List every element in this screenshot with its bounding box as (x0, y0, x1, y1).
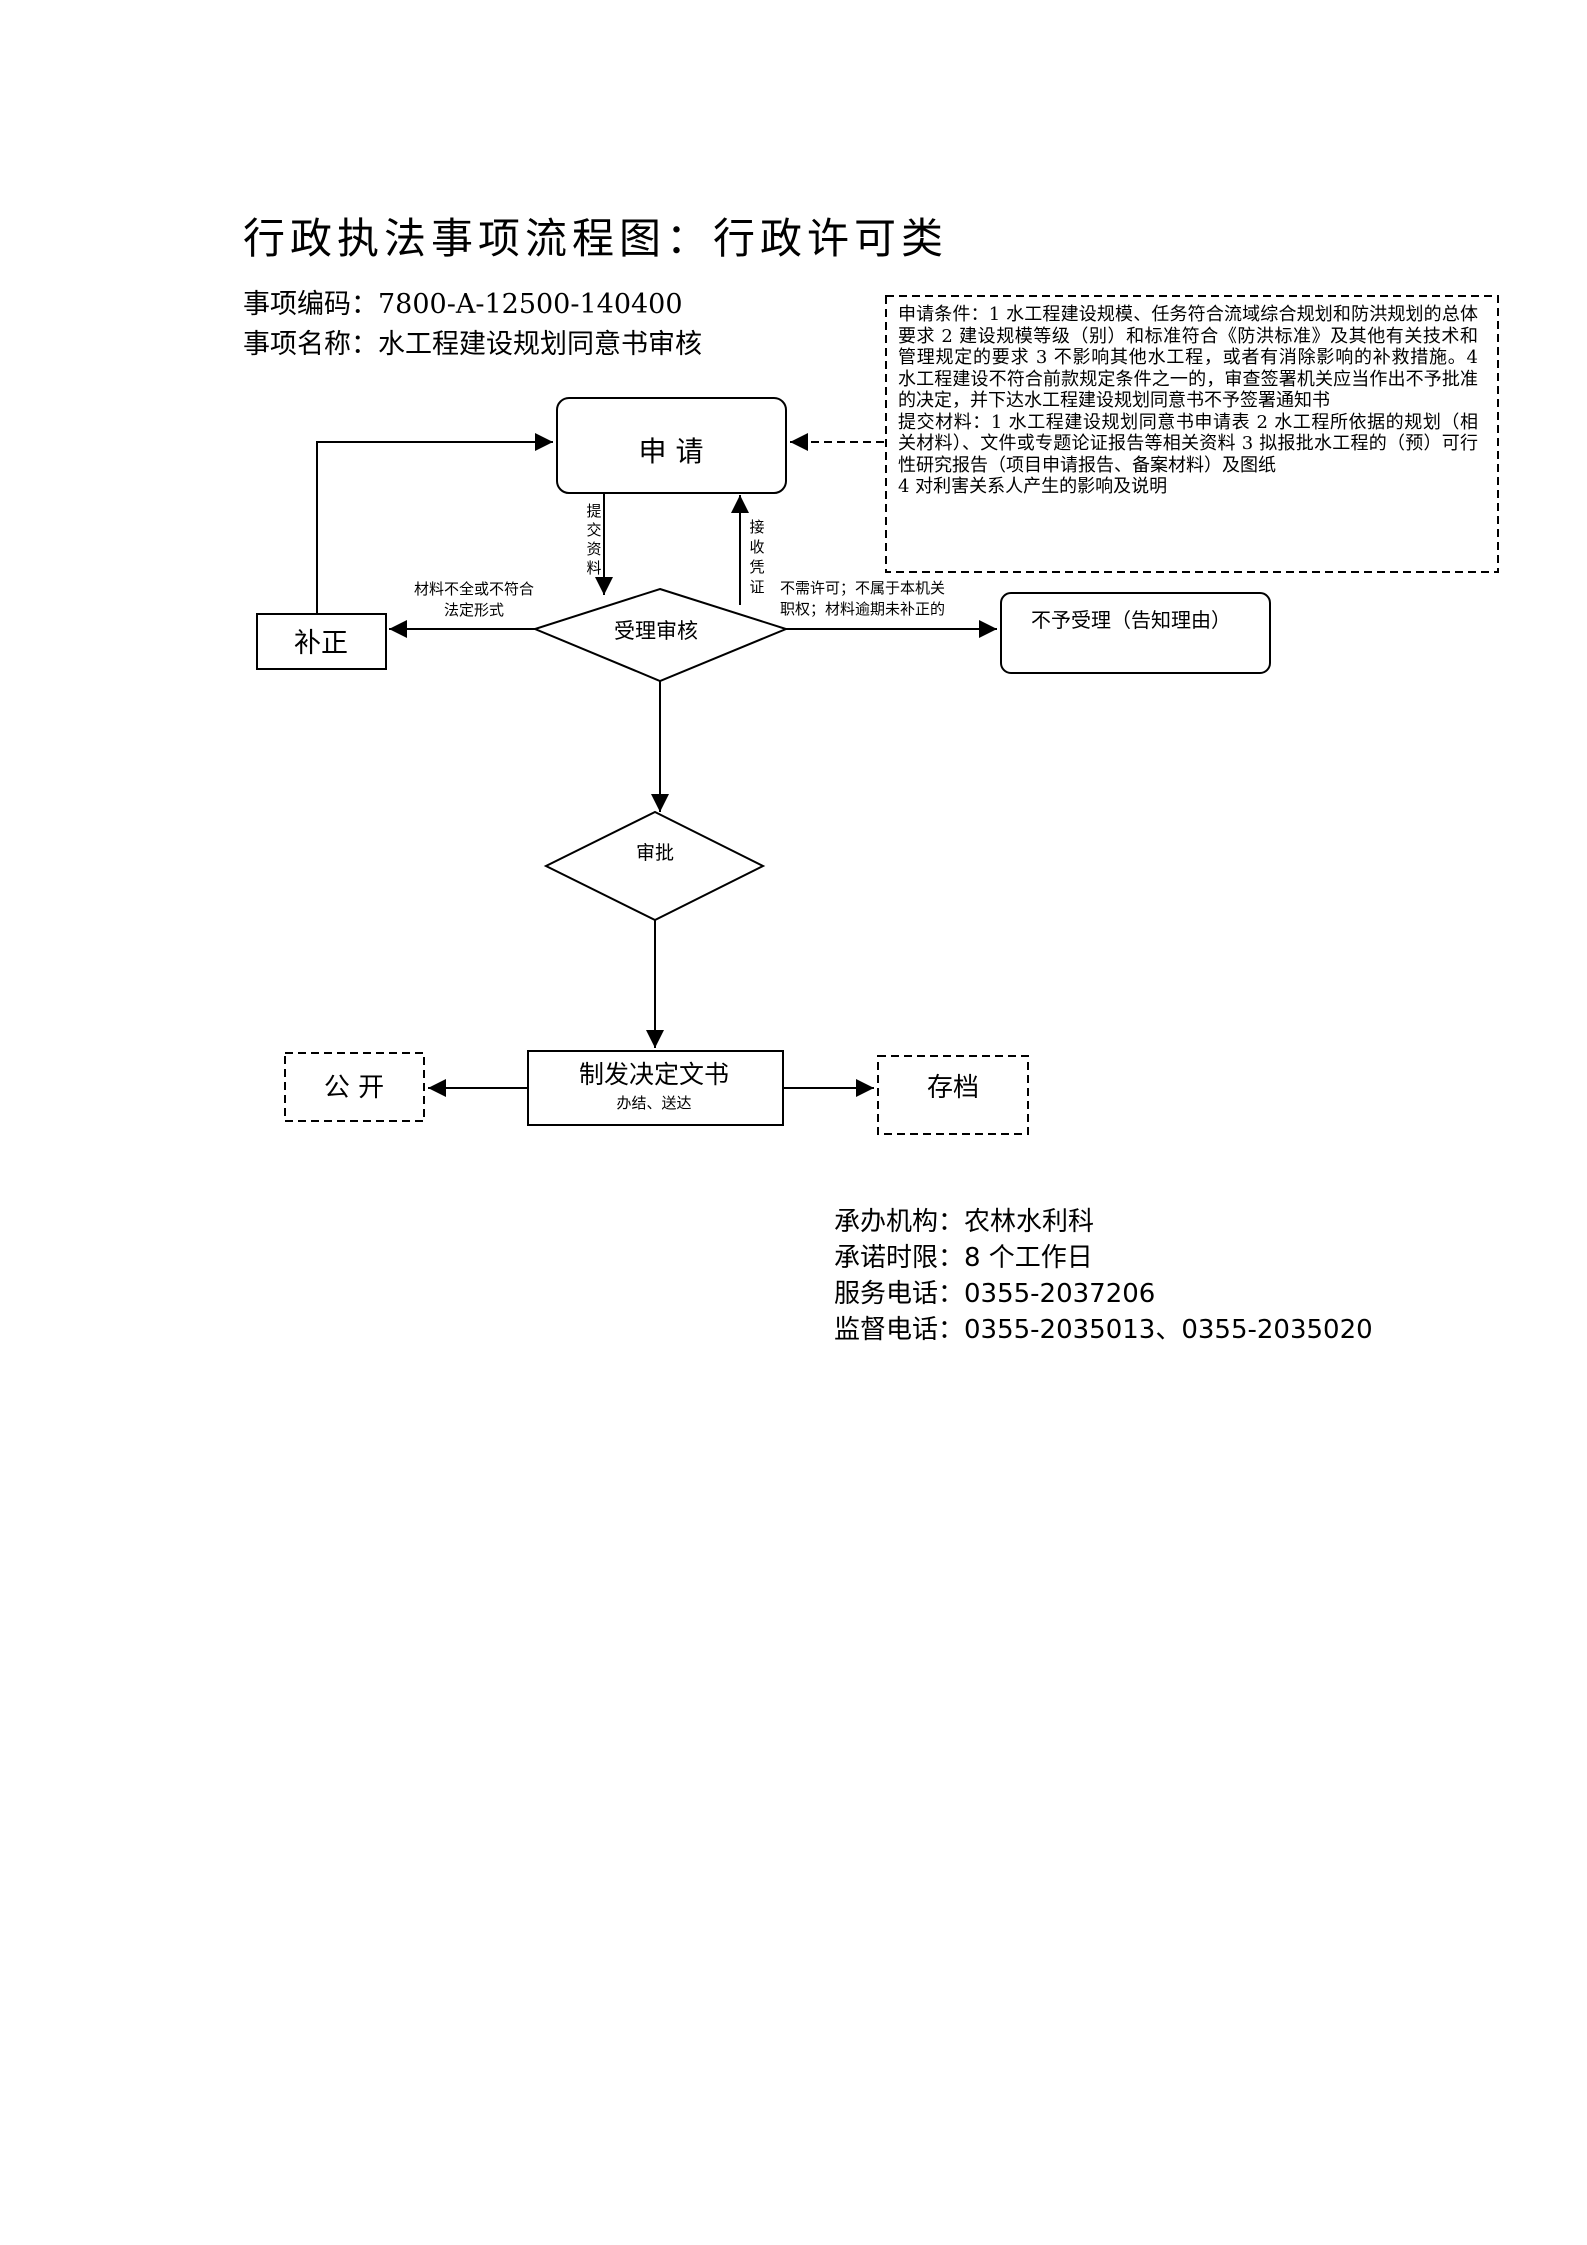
archive-label: 存档 (927, 1073, 979, 1103)
submit-char-3: 资 (586, 540, 601, 558)
submit-materials: 提交材料：1 水工程建设规划同意书申请表 2 水工程所依据的规划（相关材料）、文… (898, 411, 1478, 476)
archive-node (877, 1055, 1029, 1135)
service-phone-line: 服务电话：0355-2037206 (834, 1279, 1156, 1309)
correct-node (256, 613, 387, 670)
supervise-phone-line: 监督电话：0355-2035013、0355-2035020 (834, 1315, 1373, 1345)
decision-sub-label: 办结、送达 (616, 1094, 691, 1112)
correct-return-arrow (316, 433, 553, 614)
publish-node (284, 1052, 425, 1122)
approve-label: 审批 (636, 842, 674, 864)
apply-label: 申 请 (639, 435, 704, 468)
item-code: 事项编码：7800-A-12500-140400 (243, 289, 683, 320)
reject-node (1000, 592, 1271, 674)
reject-label: 不予受理（告知理由） (1031, 608, 1231, 632)
conditions-box (885, 295, 1499, 573)
receipt-char-3: 凭 (749, 558, 764, 576)
review-label: 受理审核 (614, 619, 698, 643)
apply-conditions: 申请条件：1 水工程建设规模、任务符合流域综合规划和防洪规划的总体要求 2 建设… (898, 304, 1478, 411)
submit-materials-item-4: 4 对利害关系人产生的影响及说明 (898, 476, 1168, 497)
apply-node (556, 397, 787, 494)
publish-label: 公 开 (324, 1073, 384, 1103)
receipt-char-4: 证 (749, 578, 764, 596)
reject-line-2: 职权；材料逾期未补正的 (780, 600, 945, 618)
page-title: 行政执法事项流程图：行政许可类 (243, 214, 949, 263)
receipt-char-2: 收 (749, 538, 764, 556)
conditions-text: 申请条件：1 水工程建设规模、任务符合流域综合规划和防洪规划的总体要求 2 建设… (898, 304, 1478, 498)
submit-char-2: 交 (586, 521, 601, 539)
incomplete-line-2: 法定形式 (444, 601, 504, 619)
deadline-line: 承诺时限：8 个工作日 (834, 1243, 1093, 1273)
agency-line: 承办机构：农林水利科 (834, 1207, 1095, 1237)
reject-line-1: 不需许可；不属于本机关 (780, 579, 945, 597)
approve-node (543, 810, 766, 922)
correct-label: 补正 (294, 628, 348, 659)
decision-label: 制发决定文书 (579, 1060, 729, 1089)
receipt-char-1: 接 (749, 518, 764, 536)
item-name: 事项名称：水工程建设规划同意书审核 (243, 329, 702, 360)
incomplete-line-1: 材料不全或不符合 (414, 580, 534, 598)
submit-char-4: 料 (586, 559, 601, 577)
submit-char-1: 提 (586, 502, 601, 520)
